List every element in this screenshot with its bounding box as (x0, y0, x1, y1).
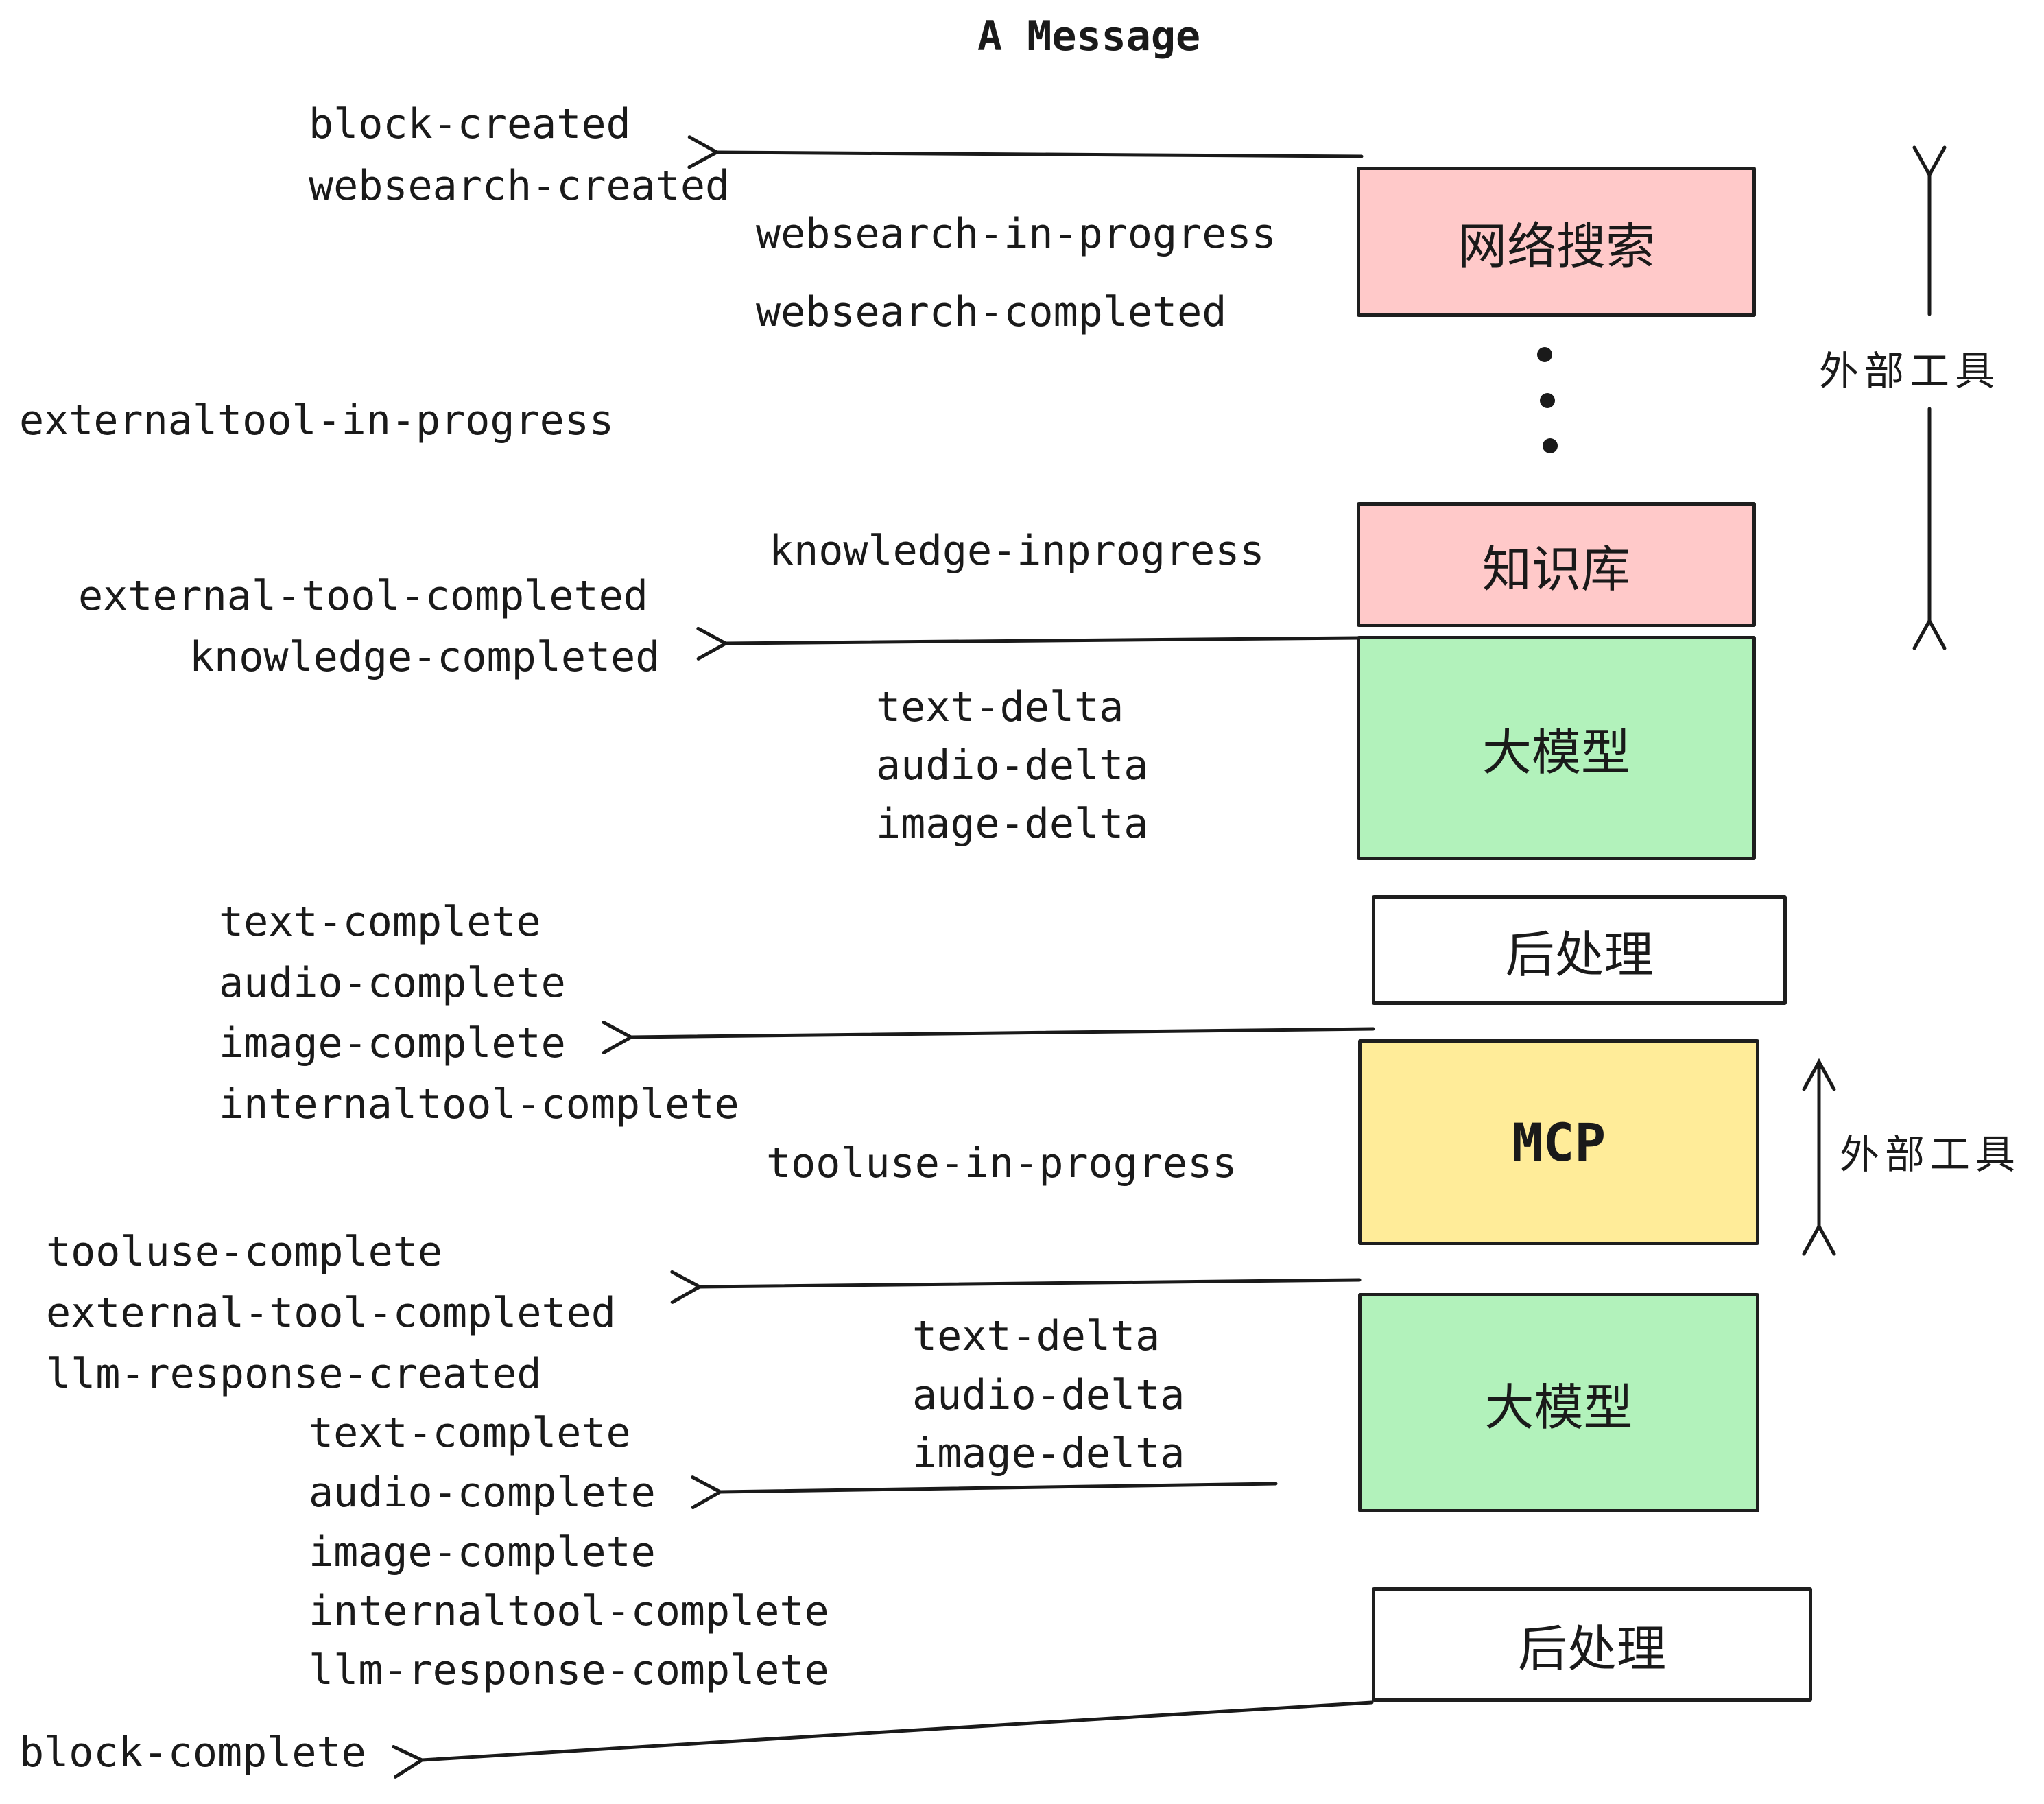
event-text-complete-1: text-complete (219, 898, 541, 946)
arrow-postprocess-to-block-complete (392, 1700, 1374, 1779)
event-llm-response-created: llm-response-created (46, 1350, 542, 1398)
arrow-websearch-to-block-created (687, 135, 1364, 169)
event-text-delta-1: text-delta (876, 683, 1124, 731)
node-postprocess-top: 后处理 (1372, 895, 1787, 1005)
event-image-delta-2: image-delta (912, 1429, 1185, 1477)
dot (1537, 347, 1552, 362)
event-external-tool-completed: external-tool-completed (78, 572, 648, 620)
node-knowledge-label: 知识库 (1482, 540, 1630, 598)
node-llm-top: 大模型 (1357, 636, 1756, 860)
node-knowledge: 知识库 (1357, 502, 1756, 627)
event-internaltool-complete-1: internaltool-complete (219, 1080, 739, 1128)
event-image-complete-1: image-complete (219, 1019, 566, 1067)
event-knowledge-inprogress: knowledge-inprogress (769, 527, 1265, 575)
node-websearch: 网络搜索 (1357, 167, 1756, 317)
event-block-created: block-created (309, 100, 631, 148)
event-websearch-completed: websearch-completed (756, 288, 1227, 336)
event-tooluse-complete: tooluse-complete (46, 1228, 442, 1276)
node-postprocess-top-label: 后处理 (1505, 925, 1654, 984)
event-internaltool-complete-2: internaltool-complete (309, 1587, 829, 1635)
arrow-knowledge-to-knowledge-completed (696, 626, 1362, 661)
page-title: A Message (977, 12, 1201, 60)
node-websearch-label: 网络搜索 (1457, 217, 1655, 275)
node-postprocess-bottom-label: 后处理 (1517, 1620, 1666, 1678)
node-llm-bottom: 大模型 (1358, 1293, 1759, 1512)
event-image-delta-1: image-delta (876, 800, 1149, 848)
node-llm-bottom-label: 大模型 (1484, 1378, 1633, 1436)
node-mcp-label: MCP (1511, 1111, 1606, 1173)
event-audio-complete-1: audio-complete (219, 959, 566, 1007)
ellipsis-dots (1537, 347, 1558, 453)
arrow-postprocess-to-image-complete (602, 1020, 1375, 1054)
external-tools-label-top: 外部工具 (1819, 348, 2001, 394)
event-websearch-created: websearch-created (309, 162, 730, 210)
external-tools-label-bottom: 外部工具 (1840, 1131, 2021, 1178)
node-postprocess-bottom: 后处理 (1372, 1587, 1812, 1702)
dot (1543, 438, 1558, 453)
event-image-complete-2: image-complete (309, 1528, 656, 1576)
event-audio-complete-2: audio-complete (309, 1469, 656, 1517)
event-knowledge-completed: knowledge-completed (189, 633, 661, 681)
event-externaltool-in-progress: externaltool-in-progress (19, 396, 614, 444)
node-mcp: MCP (1358, 1039, 1759, 1245)
event-audio-delta-2: audio-delta (912, 1371, 1185, 1419)
event-websearch-in-progress: websearch-in-progress (756, 210, 1276, 258)
arrow-llm-to-audio-complete (691, 1475, 1278, 1510)
event-tooluse-in-progress: tooluse-in-progress (766, 1139, 1237, 1187)
event-llm-response-complete: llm-response-complete (309, 1646, 829, 1694)
event-text-complete-2: text-complete (309, 1409, 631, 1457)
event-audio-delta-1: audio-delta (876, 741, 1149, 790)
event-text-delta-2: text-delta (912, 1312, 1161, 1360)
event-external-tool-completed-2: external-tool-completed (46, 1289, 616, 1337)
dot (1540, 393, 1555, 408)
node-llm-top-label: 大模型 (1482, 724, 1630, 781)
arrow-mcp-to-tooluse-complete (670, 1270, 1362, 1304)
event-block-complete: block-complete (19, 1729, 366, 1777)
